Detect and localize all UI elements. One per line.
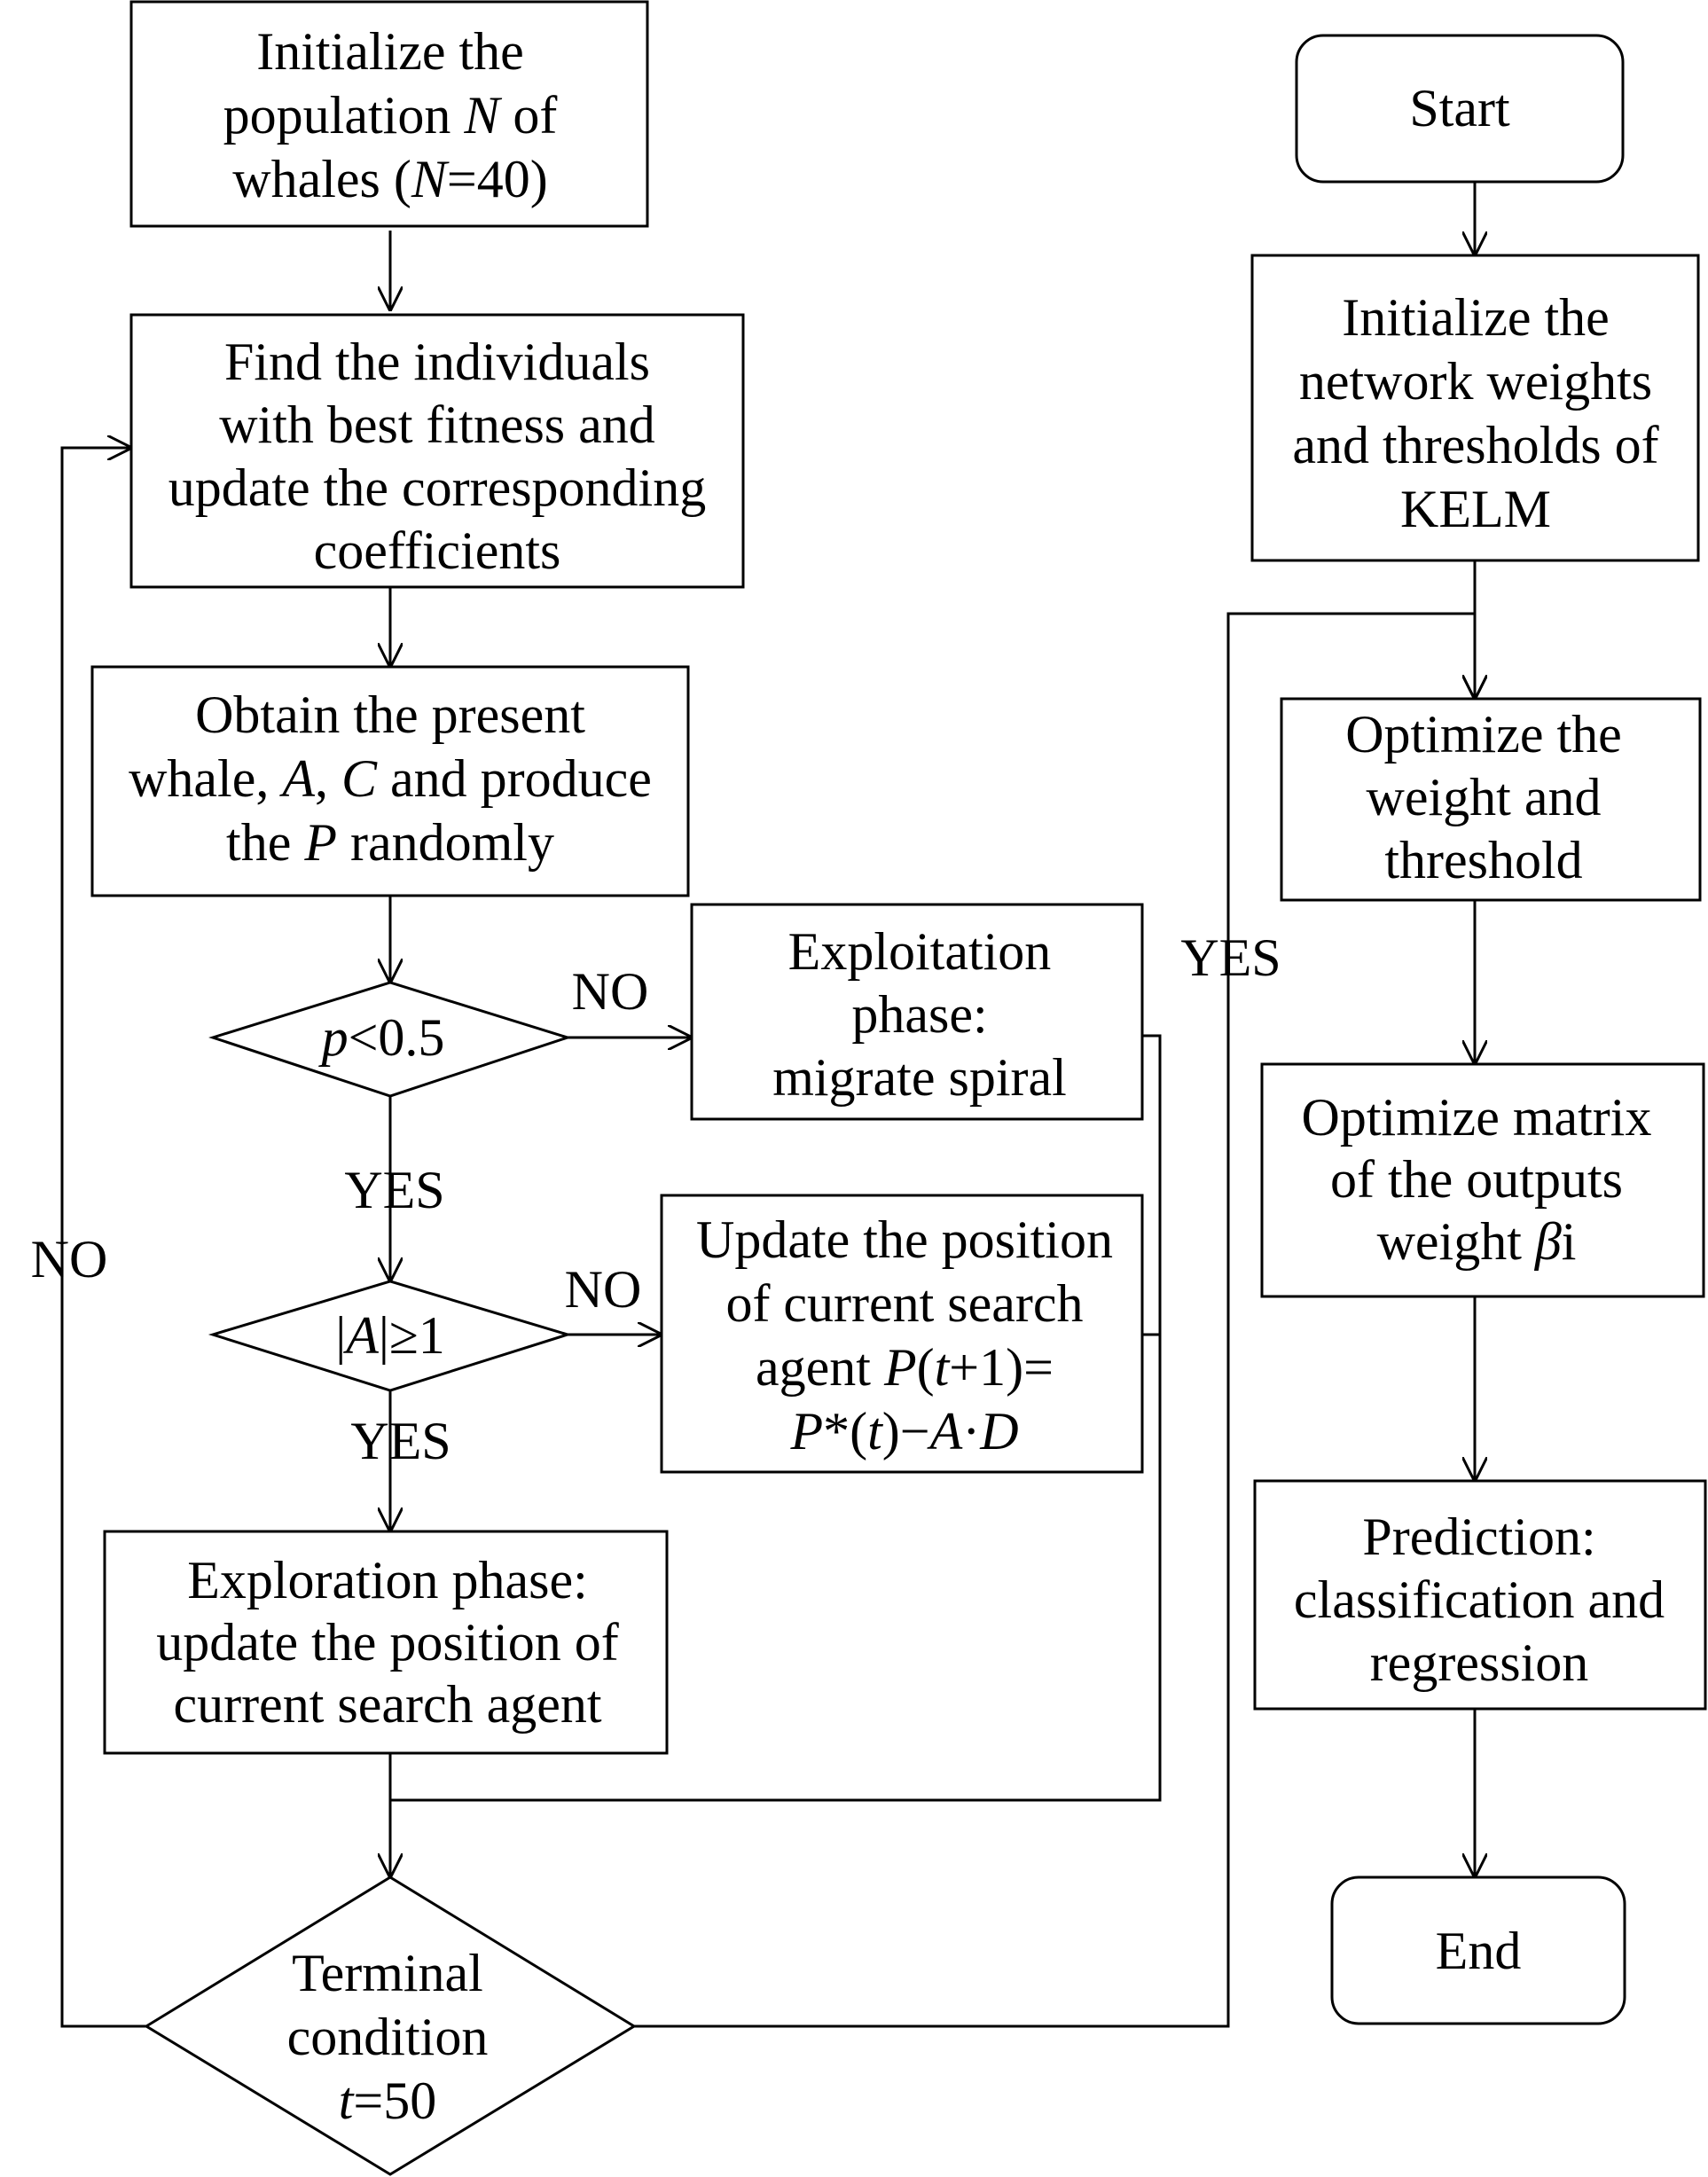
- end-terminator: [1330, 1876, 1626, 2025]
- label-line: t=50: [339, 2071, 437, 2130]
- edge-labels: NO YES NO YES NO YES: [31, 928, 1281, 1470]
- label-line: Start: [1409, 79, 1510, 137]
- end-label: End: [1436, 1922, 1522, 1980]
- label-line: threshold: [1384, 831, 1582, 889]
- label-line: Optimize the: [1345, 705, 1622, 764]
- prediction-box: [1253, 1479, 1707, 1711]
- label-line: of current search: [725, 1274, 1083, 1333]
- find-best-box: [129, 313, 745, 589]
- label-line: p<0.5: [318, 1008, 445, 1067]
- arrow-terminal-no-loop: [60, 448, 146, 2028]
- update-position-box: [660, 1194, 1144, 1474]
- decision-a-yes-label: YES: [350, 1412, 451, 1470]
- start-terminator: [1295, 34, 1625, 184]
- label-line: Terminal: [292, 1944, 483, 2002]
- label-line: coefficients: [314, 521, 561, 580]
- label-line: with best fitness and: [219, 395, 655, 454]
- decision-a-label: |A|≥1: [335, 1306, 445, 1365]
- decision-a-diamond: [208, 1280, 573, 1392]
- label-line: weight and: [1367, 768, 1602, 826]
- decision-p-diamond: [208, 981, 572, 1098]
- label-line: Exploitation: [788, 922, 1052, 981]
- label-line: migrate spiral: [772, 1048, 1067, 1107]
- optimize-weight-box: [1280, 697, 1702, 902]
- connectors: [60, 182, 1475, 2028]
- label-line: and thresholds of: [1292, 416, 1658, 474]
- label-line: network weights: [1299, 352, 1652, 411]
- label-line: update the corresponding: [168, 458, 706, 517]
- label-line: |A|≥1: [335, 1306, 445, 1365]
- label-line: agent P(t+1)=: [756, 1338, 1054, 1397]
- label-line: whales (N=40): [232, 150, 547, 208]
- decision-a-no-label: NO: [565, 1260, 642, 1319]
- label-line: Initialize the: [1342, 288, 1610, 347]
- label-line: population N of: [223, 86, 558, 145]
- label-line: Initialize the: [256, 22, 524, 81]
- label-line: Prediction:: [1362, 1507, 1595, 1566]
- label-line: classification and: [1294, 1570, 1665, 1629]
- label-line: KELM: [1400, 480, 1551, 538]
- label-line: phase:: [851, 985, 987, 1044]
- label-line: whale, A, C and produce: [129, 749, 652, 808]
- label-line: P*(t)−A·D: [789, 1402, 1018, 1460]
- decision-p-label: p<0.5: [318, 1008, 445, 1067]
- terminal-diamond: [144, 1876, 637, 2176]
- init-population-box: [129, 0, 649, 228]
- label-line: regression: [1370, 1633, 1589, 1692]
- decision-p-no-label: NO: [572, 962, 649, 1021]
- label-line: End: [1436, 1922, 1522, 1980]
- label-line: Optimize matrix: [1302, 1088, 1652, 1147]
- decision-p-yes-label: YES: [344, 1161, 444, 1219]
- exploration-label: Exploration phase:update the position of…: [156, 1551, 619, 1734]
- start-label: Start: [1409, 79, 1510, 137]
- label-line: Obtain the present: [195, 685, 585, 744]
- label-line: current search agent: [173, 1675, 601, 1734]
- obtain-whale-box: [90, 665, 690, 897]
- optimize-matrix-box: [1260, 1062, 1705, 1298]
- merge-line: [390, 1034, 1162, 1802]
- label-line: Update the position: [696, 1210, 1113, 1269]
- shapes: [90, 0, 1707, 2176]
- label-line: weight βi: [1377, 1212, 1577, 1271]
- label-line: Find the individuals: [224, 333, 650, 391]
- terminal-yes-label: YES: [1180, 928, 1281, 987]
- label-line: Exploration phase:: [187, 1551, 588, 1609]
- terminal-no-label: NO: [31, 1230, 108, 1288]
- init-network-box: [1250, 254, 1700, 562]
- label-line: update the position of: [156, 1613, 619, 1672]
- exploration-box: [103, 1530, 669, 1755]
- exploitation-box: [690, 903, 1144, 1121]
- label-line: the P randomly: [226, 813, 554, 872]
- label-line: of the outputs: [1330, 1150, 1623, 1209]
- label-line: condition: [287, 2008, 489, 2066]
